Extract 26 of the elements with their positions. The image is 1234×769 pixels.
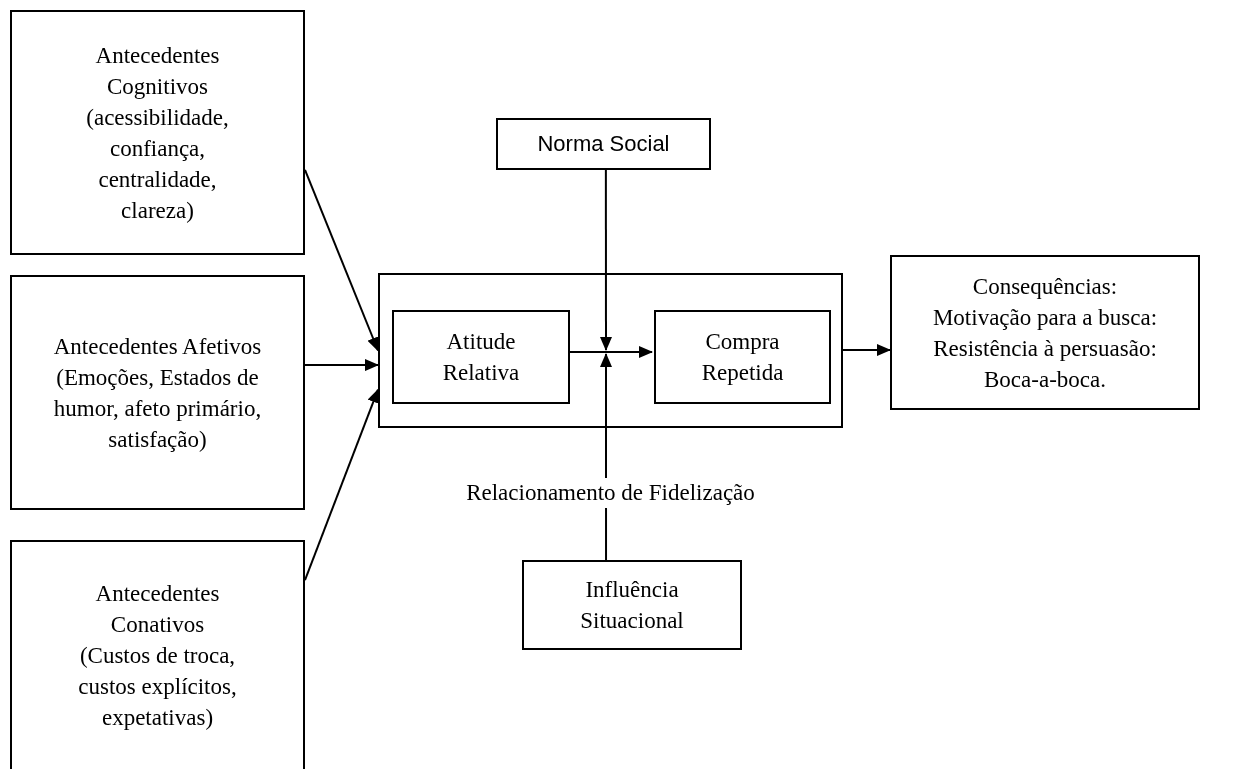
text-box — [10, 540, 305, 769]
arrow — [567, 346, 653, 358]
node-text: Influência Situacional — [579, 576, 685, 635]
text-box — [654, 310, 831, 404]
arrow — [600, 169, 612, 351]
arrow — [304, 359, 379, 372]
text-box — [10, 275, 305, 510]
text-box — [392, 310, 570, 404]
node-text: (Custos de troca, custos explícitos, expetativas) — [77, 642, 238, 732]
node-text: Atitude Relativa — [441, 328, 521, 387]
node-text: Antecedentes Conativos — [94, 580, 221, 639]
arrow — [304, 388, 379, 582]
node-text: Consequências: Motivação para a busca: Resistência à persuasão: Boca-a-boca. — [931, 272, 1159, 394]
text-box — [890, 255, 1200, 410]
node-text: (Emoções, Estados de humor, afeto primário, satisfação) — [52, 363, 263, 454]
box-outline — [378, 273, 843, 428]
node-text: Compra Repetida — [700, 328, 785, 387]
text-box — [496, 118, 711, 170]
node-text: Antecedentes Cognitivos — [94, 41, 221, 101]
node-text: (acessibilidade, confiança, centralidade, clareza) — [85, 103, 230, 225]
node-text: Antecedentes Afetivos — [53, 332, 262, 361]
text-box — [522, 560, 742, 650]
arrow — [842, 344, 891, 356]
arrow — [304, 169, 379, 352]
text-box — [10, 10, 305, 255]
node-text: Norma Social — [537, 130, 670, 158]
